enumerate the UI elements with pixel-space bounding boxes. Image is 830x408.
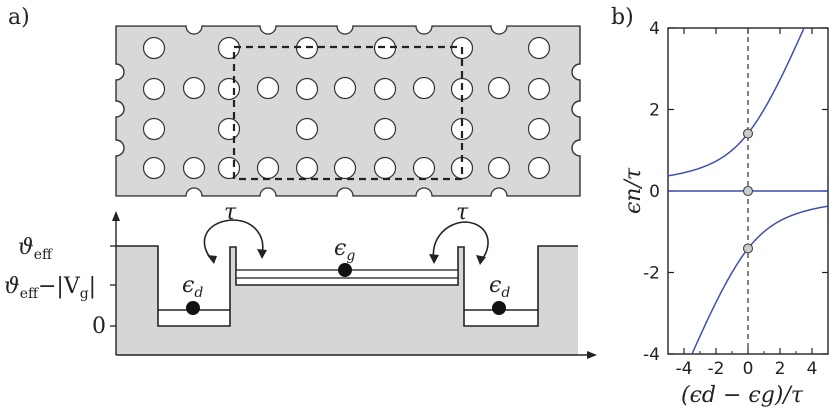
y-axis-title: ϵn/τ: [621, 167, 646, 214]
lattice-hole: [527, 77, 551, 101]
x-axis-title: (ϵd − ϵg)/τ: [681, 383, 804, 408]
chart-markers: [742, 128, 754, 254]
lattice-hole: [412, 156, 436, 180]
data-marker: [742, 243, 754, 254]
lattice-hole: [142, 77, 166, 101]
lattice-hole: [182, 76, 206, 100]
lattice-hole: [295, 117, 319, 141]
tau-arrowhead-right-a: [429, 254, 439, 264]
lattice-hole: [487, 76, 511, 100]
lattice-hole: [373, 117, 397, 141]
potential-fill: [116, 246, 578, 355]
lattice-hole: [217, 77, 241, 101]
tau-arrow-right: [432, 221, 489, 263]
supercell-dashed-box: [232, 45, 464, 181]
x-tick-label: -4: [676, 359, 693, 379]
y-tick-label: 0: [649, 182, 660, 202]
data-marker: [742, 185, 754, 197]
lattice-hole: [412, 76, 436, 100]
lattice-hole: [217, 156, 241, 180]
tau-left-label: τ: [224, 200, 237, 225]
x-tick-label: 2: [775, 359, 786, 379]
potential-y-axis-arrow: [112, 211, 120, 221]
lattice-hole: [256, 156, 280, 180]
potential-profile: ϑeff ϑeff−|Vg| 0 ϵd ϵd ϵg τ τ: [4, 200, 597, 359]
lattice-hole: [333, 156, 357, 180]
lattice-hole: [527, 156, 551, 180]
potential-x-axis-arrow: [587, 351, 597, 359]
y-tick-label: 4: [649, 19, 660, 39]
panel-a-label: a): [8, 5, 30, 30]
lattice-hole: [295, 156, 319, 180]
lattice-hole: [182, 156, 206, 180]
x-tick-label: 0: [743, 359, 754, 379]
lattice-hole: [527, 117, 551, 141]
lattice-hole: [487, 156, 511, 180]
lattice-slab: [100, 14, 600, 209]
spectrum-chart: -4 -2 0 2 4 -4 -2 0 2 4 (ϵd − ϵg)/τ ϵn/τ: [621, 19, 829, 408]
lattice-hole: [142, 117, 166, 141]
lattice-holes: [100, 14, 600, 209]
lattice-hole: [373, 156, 397, 180]
tau-arrowhead-left-b: [257, 249, 267, 259]
label-zero: 0: [92, 314, 106, 339]
slab-outline: [115, 25, 581, 197]
lattice-hole: [217, 117, 241, 141]
y-tick-label: -2: [643, 264, 660, 284]
eps-d-left: ϵd: [182, 273, 203, 301]
lattice-hole: [333, 76, 357, 100]
electron-center: [338, 263, 352, 277]
tau-arrow-left: [203, 219, 264, 263]
label-veff: ϑeff: [18, 235, 53, 263]
tau-arrowhead-right-b: [476, 255, 486, 265]
lattice-hole: [256, 76, 280, 100]
lattice-hole: [527, 36, 551, 60]
y-tick-label: 2: [649, 101, 660, 121]
tau-arrowhead-left-a: [207, 255, 217, 264]
eps-g: ϵg: [334, 236, 355, 264]
lattice-hole: [142, 36, 166, 60]
electron-left: [186, 301, 200, 315]
lattice-hole: [450, 117, 474, 141]
x-tick-label: -2: [708, 359, 725, 379]
eps-d-right: ϵd: [489, 273, 510, 301]
tau-right-label: τ: [456, 200, 469, 225]
chart-ticks: -4 -2 0 2 4 -4 -2 0 2 4: [643, 19, 829, 379]
data-marker: [742, 128, 754, 139]
lattice-hole: [295, 77, 319, 101]
lattice-hole: [142, 156, 166, 180]
y-tick-label: -4: [643, 345, 660, 365]
electron-right: [492, 301, 506, 315]
label-veff-minus-vg: ϑeff−|Vg|: [4, 274, 96, 302]
lattice-hole: [373, 77, 397, 101]
notch-mask: [100, 14, 600, 26]
notch-mask: [100, 196, 600, 209]
x-tick-label: 4: [807, 359, 818, 379]
panel-b-label: b): [611, 5, 634, 30]
potential-outline: [116, 245, 578, 327]
